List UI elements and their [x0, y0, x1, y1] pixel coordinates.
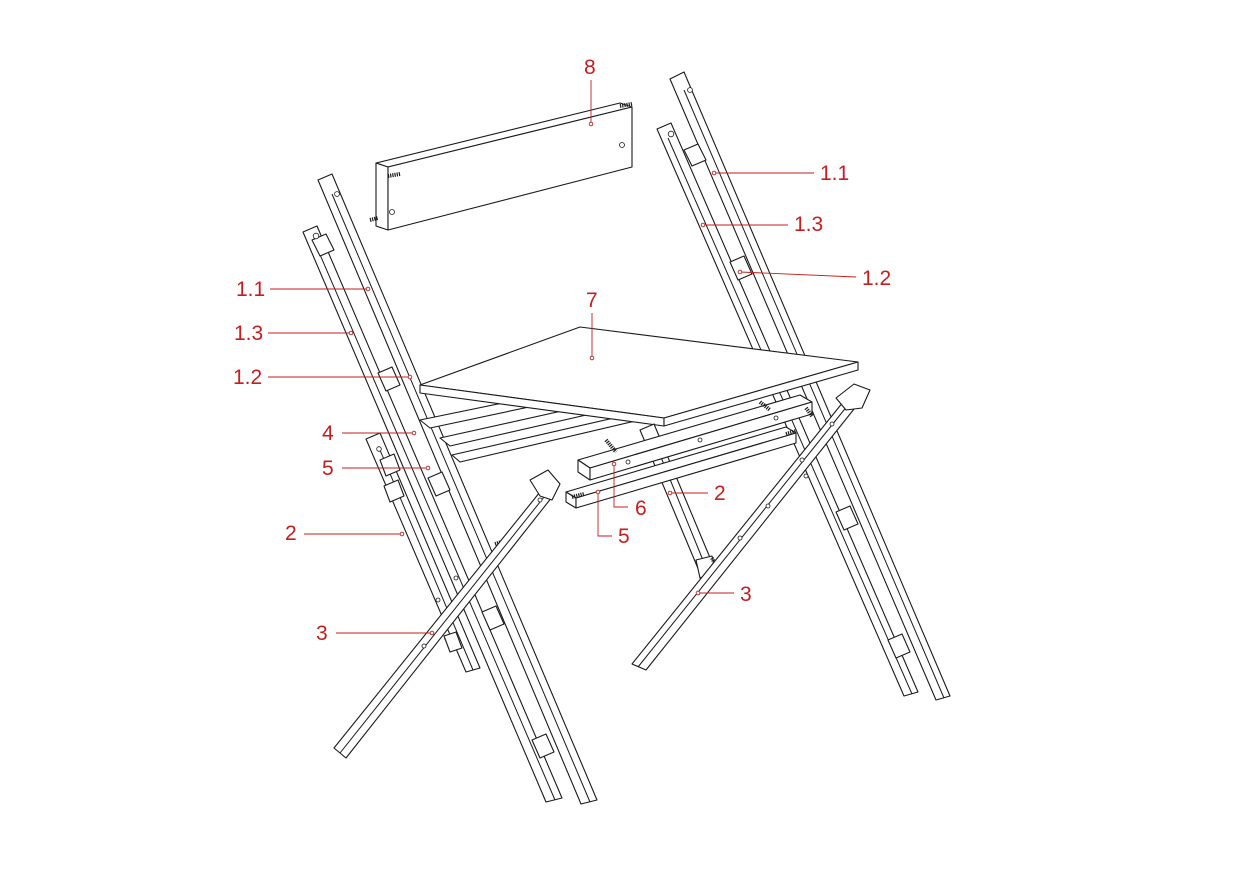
anchor-crossbar	[411, 430, 417, 436]
backrest-panel	[369, 102, 633, 231]
seat-panel	[419, 326, 859, 427]
anchor-backrest	[588, 121, 594, 127]
label-right-brace: 3	[740, 583, 752, 606]
anchor-seat	[589, 355, 595, 361]
leader-front-rail-5	[597, 492, 612, 537]
left-diagonal-brace	[333, 469, 561, 759]
label-left-leg-block: 1.2	[233, 366, 262, 389]
anchor-front-right-leg	[667, 490, 673, 496]
anchor-front-rail-5	[595, 489, 601, 495]
label-left-leg-inner: 1.3	[234, 322, 263, 345]
front-rail-6	[577, 394, 813, 481]
label-seat: 7	[586, 289, 598, 312]
left-rear-leg	[302, 173, 598, 805]
anchor-left-leg-block	[407, 374, 413, 380]
leader-right-leg-block	[739, 271, 857, 278]
label-front-left-leg: 2	[285, 522, 297, 545]
label-front-rail-6: 6	[635, 497, 647, 520]
label-front-right-leg: 2	[714, 482, 726, 505]
label-crossbar: 4	[322, 422, 334, 445]
label-left-brace: 3	[316, 622, 328, 645]
anchor-right-brace-3	[695, 590, 701, 596]
callout-labels: 8 1.1 1.3 1.2 1.1 1.3 1.2 7 4 5 6 5 2 2 …	[233, 56, 891, 645]
label-right-leg-outer: 1.1	[820, 162, 849, 185]
label-front-rail-5: 5	[618, 525, 630, 548]
anchor-front-left-leg	[399, 531, 405, 537]
anchor-right-leg-block	[737, 269, 743, 275]
anchor-left-leg-outer	[365, 286, 371, 292]
leader-front-rail-6	[613, 464, 628, 508]
callout-leaders	[268, 80, 857, 636]
label-right-leg-inner: 1.3	[794, 213, 823, 236]
anchor-front-rail-6	[611, 461, 617, 467]
anchor-right-leg-inner	[700, 222, 706, 228]
anchor-left-brace-3	[429, 630, 435, 636]
label-left-rail: 5	[322, 457, 334, 480]
anchor-left-rail-5	[425, 465, 431, 471]
label-backrest: 8	[584, 56, 596, 79]
anchor-left-leg-inner	[348, 330, 354, 336]
label-left-leg-outer: 1.1	[236, 278, 265, 301]
anchor-right-leg-outer	[711, 170, 717, 176]
label-right-leg-block: 1.2	[862, 267, 891, 290]
front-rail-5	[565, 426, 797, 509]
right-diagonal-brace	[631, 383, 871, 671]
front-left-leg	[365, 432, 481, 673]
